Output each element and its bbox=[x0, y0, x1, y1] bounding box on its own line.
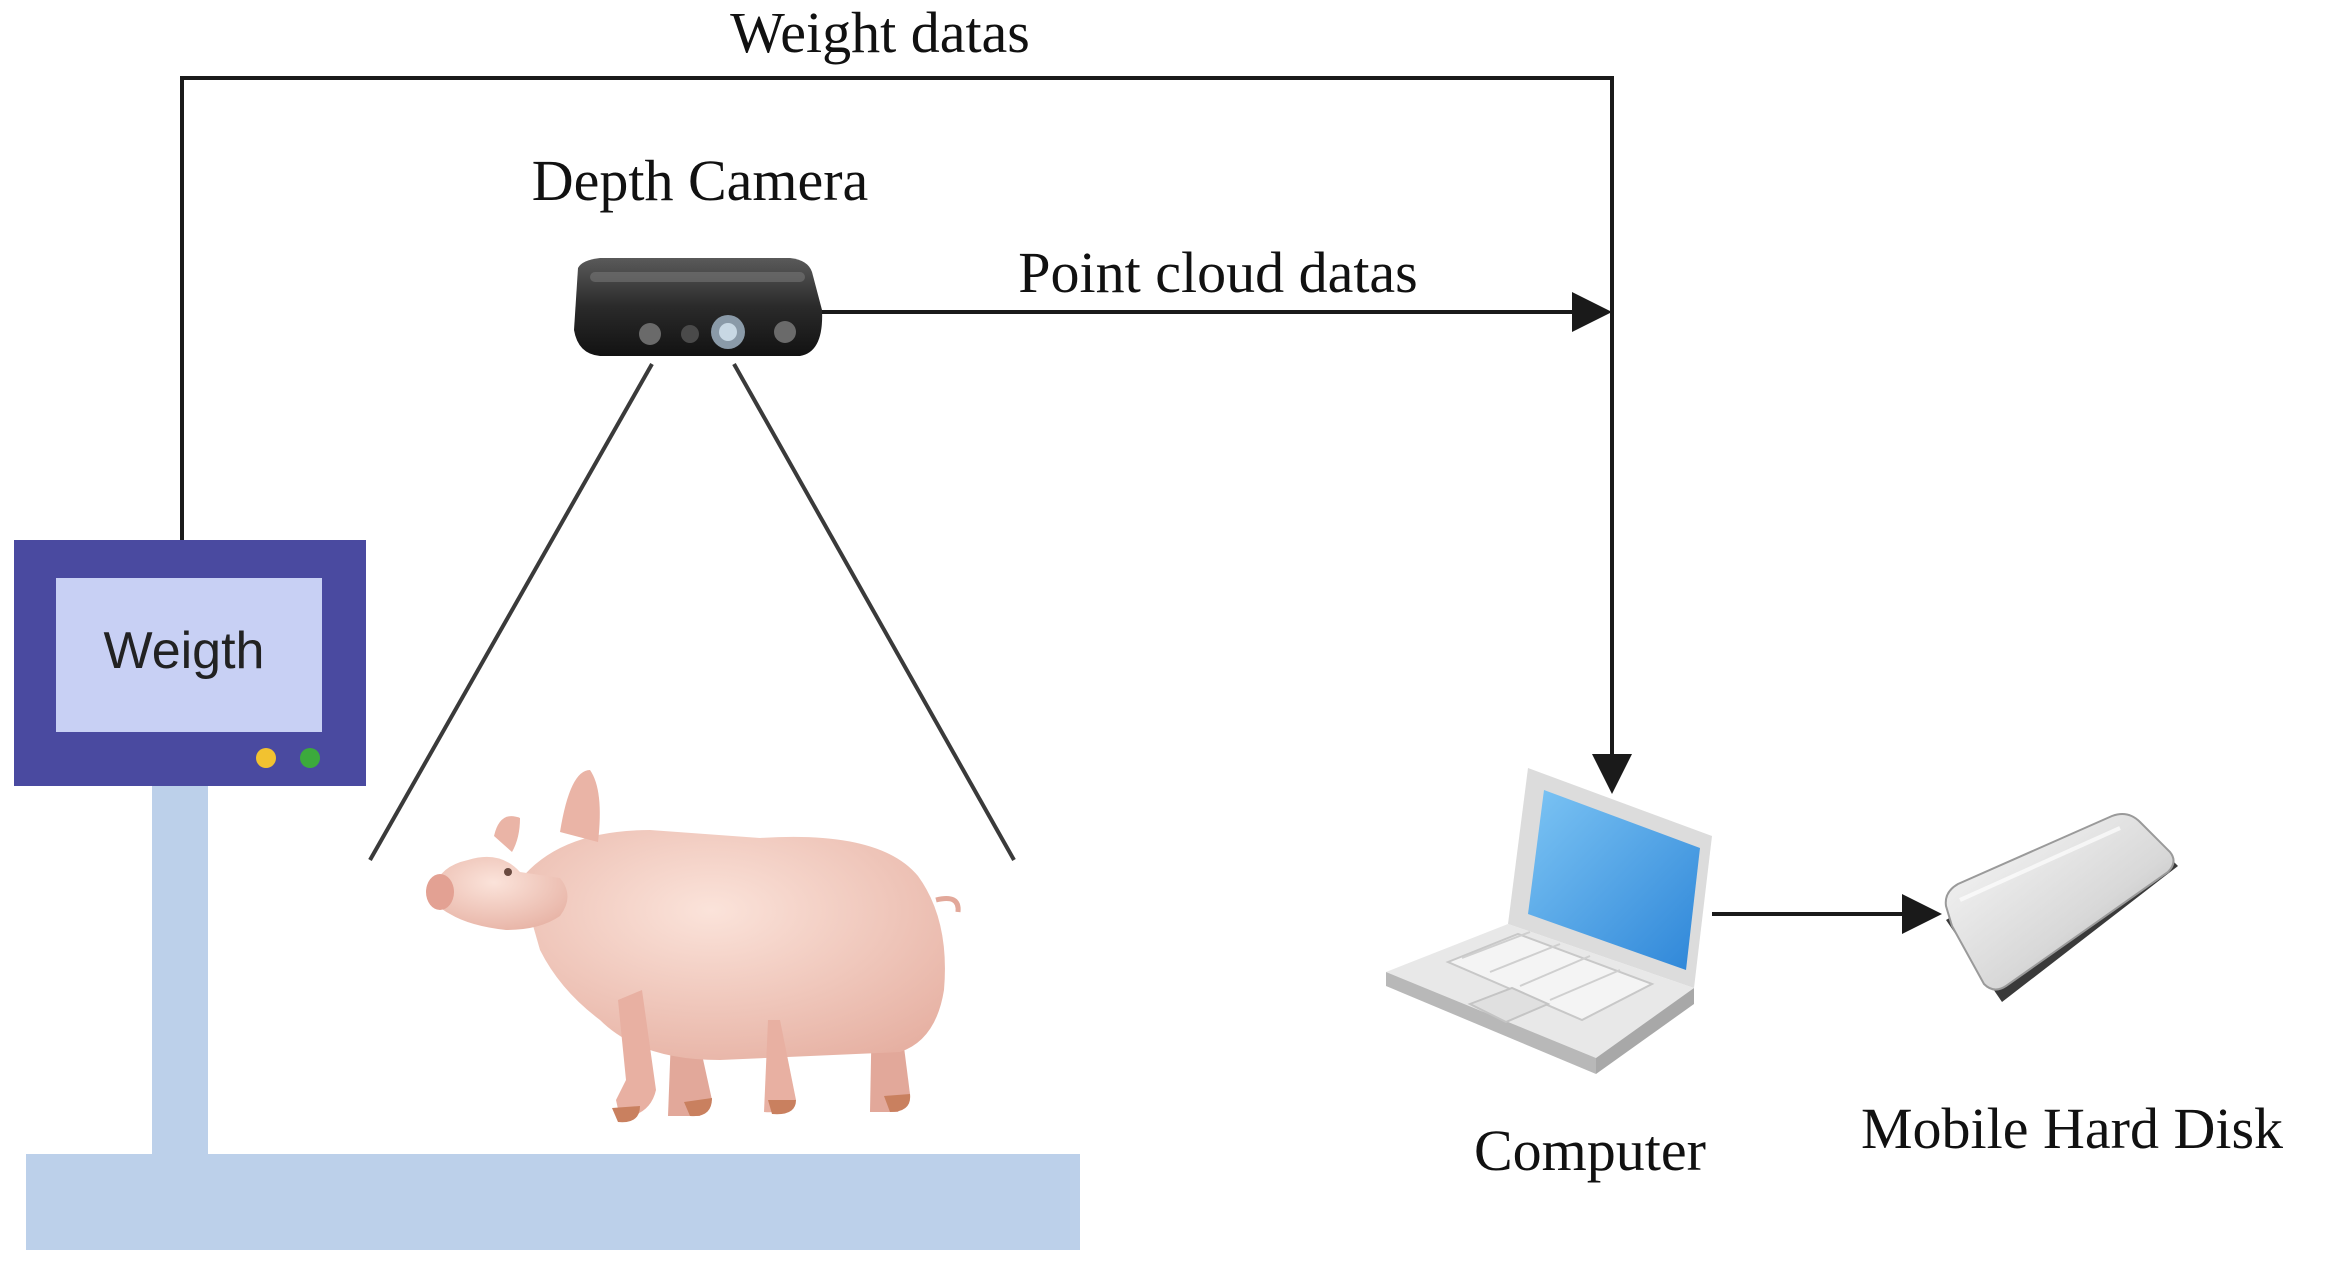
point-cloud-datas-label: Point cloud datas bbox=[1018, 240, 1418, 305]
scale-display-screen bbox=[56, 578, 322, 732]
weigh-screen-label: Weigth bbox=[104, 622, 265, 680]
weight-datas-label: Weight datas bbox=[730, 0, 1030, 65]
pig-image bbox=[426, 770, 961, 1123]
scale-base bbox=[26, 1154, 1080, 1250]
laptop-icon bbox=[1386, 768, 1712, 1074]
camera-field-of-view bbox=[368, 363, 1016, 861]
weighing-scale bbox=[14, 540, 1080, 1250]
computer-label: Computer bbox=[1474, 1118, 1706, 1183]
indicator-light-yellow bbox=[256, 748, 276, 768]
depth-camera-icon bbox=[574, 258, 823, 356]
indicator-light-green bbox=[300, 748, 320, 768]
depth-camera-label: Depth Camera bbox=[532, 148, 869, 213]
mobile-hard-disk-label: Mobile Hard Disk bbox=[1861, 1096, 2283, 1161]
scale-stand bbox=[152, 784, 208, 1164]
hard-disk-icon bbox=[1944, 813, 2178, 1002]
weight-data-connector bbox=[180, 76, 1632, 794]
